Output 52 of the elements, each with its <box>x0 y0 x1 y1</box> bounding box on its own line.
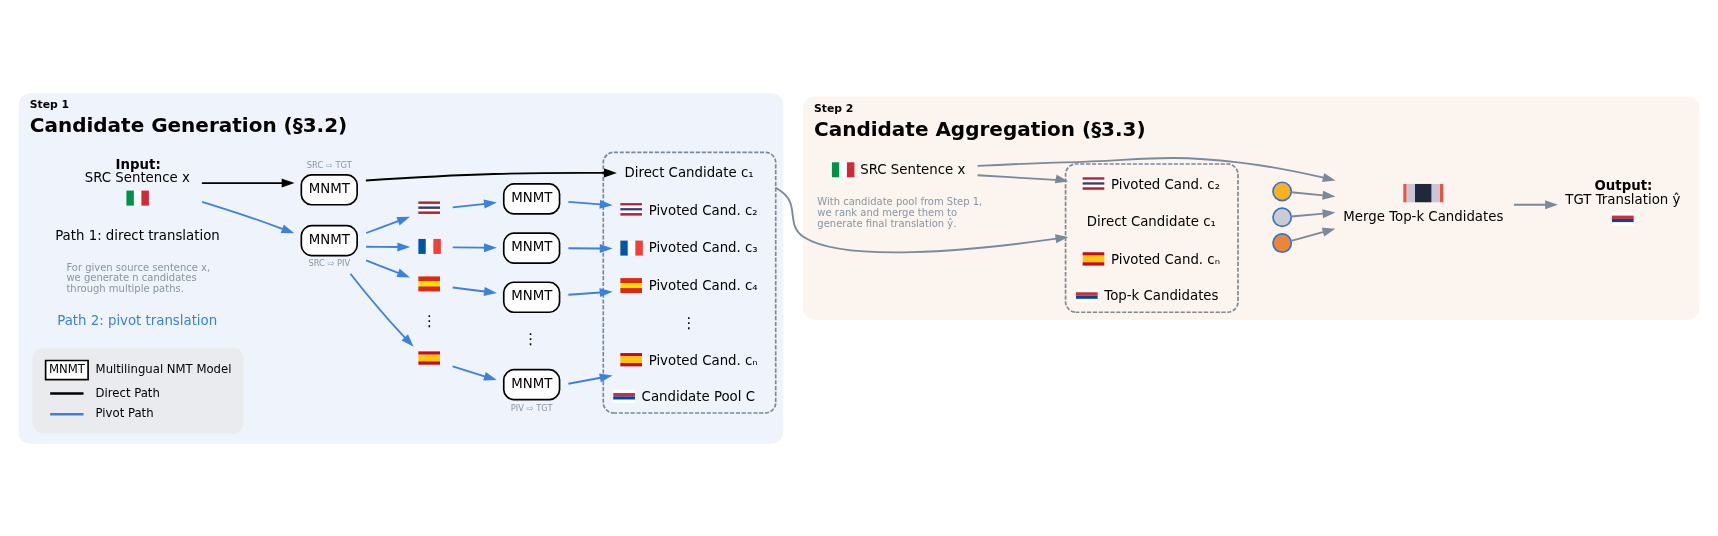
node-text: Direct Candidate c₁ <box>1086 213 1216 229</box>
arrow <box>774 186 1069 253</box>
arrow <box>200 178 295 188</box>
label: ⋮ <box>523 329 539 348</box>
legend-label: Direct Path <box>95 385 160 400</box>
arrow <box>201 200 295 233</box>
arrow <box>1290 190 1336 200</box>
node-label: Output: <box>1594 177 1653 193</box>
arrow <box>451 242 497 252</box>
arrow <box>349 272 414 347</box>
node-label: Input: <box>115 156 161 172</box>
label: For given source sentence x, we generate n candidates through multiple paths. <box>66 261 211 294</box>
node-label: PIV ⇨ TGT <box>510 402 553 413</box>
arrow <box>976 173 1069 183</box>
arrow <box>1513 199 1558 209</box>
node-medal <box>1272 180 1293 201</box>
node-label: Pivoted Cand. c₃ <box>648 239 758 255</box>
arrow <box>365 242 411 251</box>
node-text: Direct Candidate c₁ <box>624 164 754 180</box>
arrow <box>1290 227 1336 242</box>
node-label: Merge Top-k Candidates <box>1343 208 1504 224</box>
legend-label: Multilingual NMT Model <box>95 361 232 376</box>
arrow <box>451 286 497 296</box>
label: Path 1: direct translation <box>55 227 220 243</box>
node-label: SRC ⇨ PIV <box>308 257 351 268</box>
arrow <box>1290 208 1336 218</box>
node-label: SRC Sentence x <box>860 161 966 177</box>
arrow <box>567 287 613 297</box>
node-label: Pivoted Cand. c₄ <box>648 277 758 293</box>
node-label: Pivoted Cand. c₂ <box>648 202 758 218</box>
arrow <box>451 365 497 381</box>
node-label: SRC Sentence x <box>84 169 190 185</box>
arrow <box>451 199 497 208</box>
arrow <box>365 259 411 277</box>
node-label: Pivoted Cand. cₙ <box>648 352 758 368</box>
node-label: TGT Translation ŷ <box>1565 191 1681 207</box>
node-label: SRC ⇨ TGT <box>306 159 352 170</box>
arrow <box>365 167 617 181</box>
label: ⋮ <box>681 313 697 332</box>
label: With candidate pool from Step 1, we rank and merge them to generate final translation ŷ. <box>817 195 983 229</box>
label: MNMT <box>48 361 85 376</box>
arrow <box>567 199 613 209</box>
arrow <box>365 216 411 234</box>
arrow <box>567 243 613 253</box>
label: ⋮ <box>422 311 438 330</box>
node-medal <box>1272 206 1293 227</box>
arrow <box>567 372 613 385</box>
label: Path 2: pivot translation <box>57 312 218 328</box>
node-label: Pivoted Cand. cₙ <box>1110 251 1220 267</box>
node-label: Pivoted Cand. c₂ <box>1110 176 1220 192</box>
legend-label: Pivot Path <box>95 405 154 420</box>
node-medal <box>1272 232 1293 253</box>
